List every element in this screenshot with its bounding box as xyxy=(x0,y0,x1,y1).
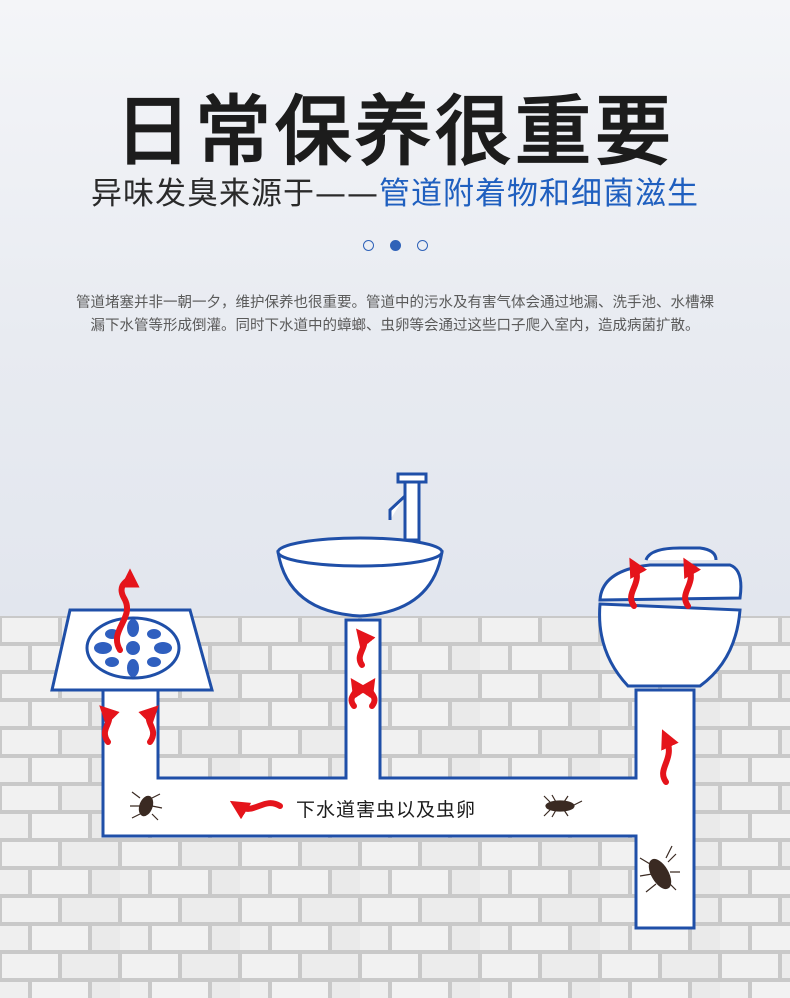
faucet-icon xyxy=(388,472,428,542)
description-text: 管道堵塞并非一朝一夕，维护保养也很重要。管道中的污水及有害气体会通过地漏、洗手池… xyxy=(76,295,714,334)
pagination-dot xyxy=(362,240,374,251)
cockroach-icon xyxy=(130,791,680,893)
subtitle-highlight: 管道附着物和细菌滋生 xyxy=(379,176,699,212)
pagination-dots xyxy=(0,240,790,251)
pipe-label: 下水道害虫以及虫卵 xyxy=(296,799,477,821)
pipe-system xyxy=(101,618,696,930)
pagination-dot xyxy=(416,240,428,251)
pagination-dot-active xyxy=(389,240,401,251)
wavy-arrow-icon xyxy=(99,557,702,820)
background-wall xyxy=(0,0,790,620)
subtitle-prefix: 异味发臭来源于—— xyxy=(91,176,379,212)
page-title: 日常保养很重要 xyxy=(115,87,675,176)
toilet-icon xyxy=(598,546,743,688)
washbasin-icon xyxy=(276,536,444,618)
page-subtitle: 异味发臭来源于——管道附着物和细菌滋生 xyxy=(0,168,790,213)
floor-drain-icon xyxy=(50,608,214,692)
